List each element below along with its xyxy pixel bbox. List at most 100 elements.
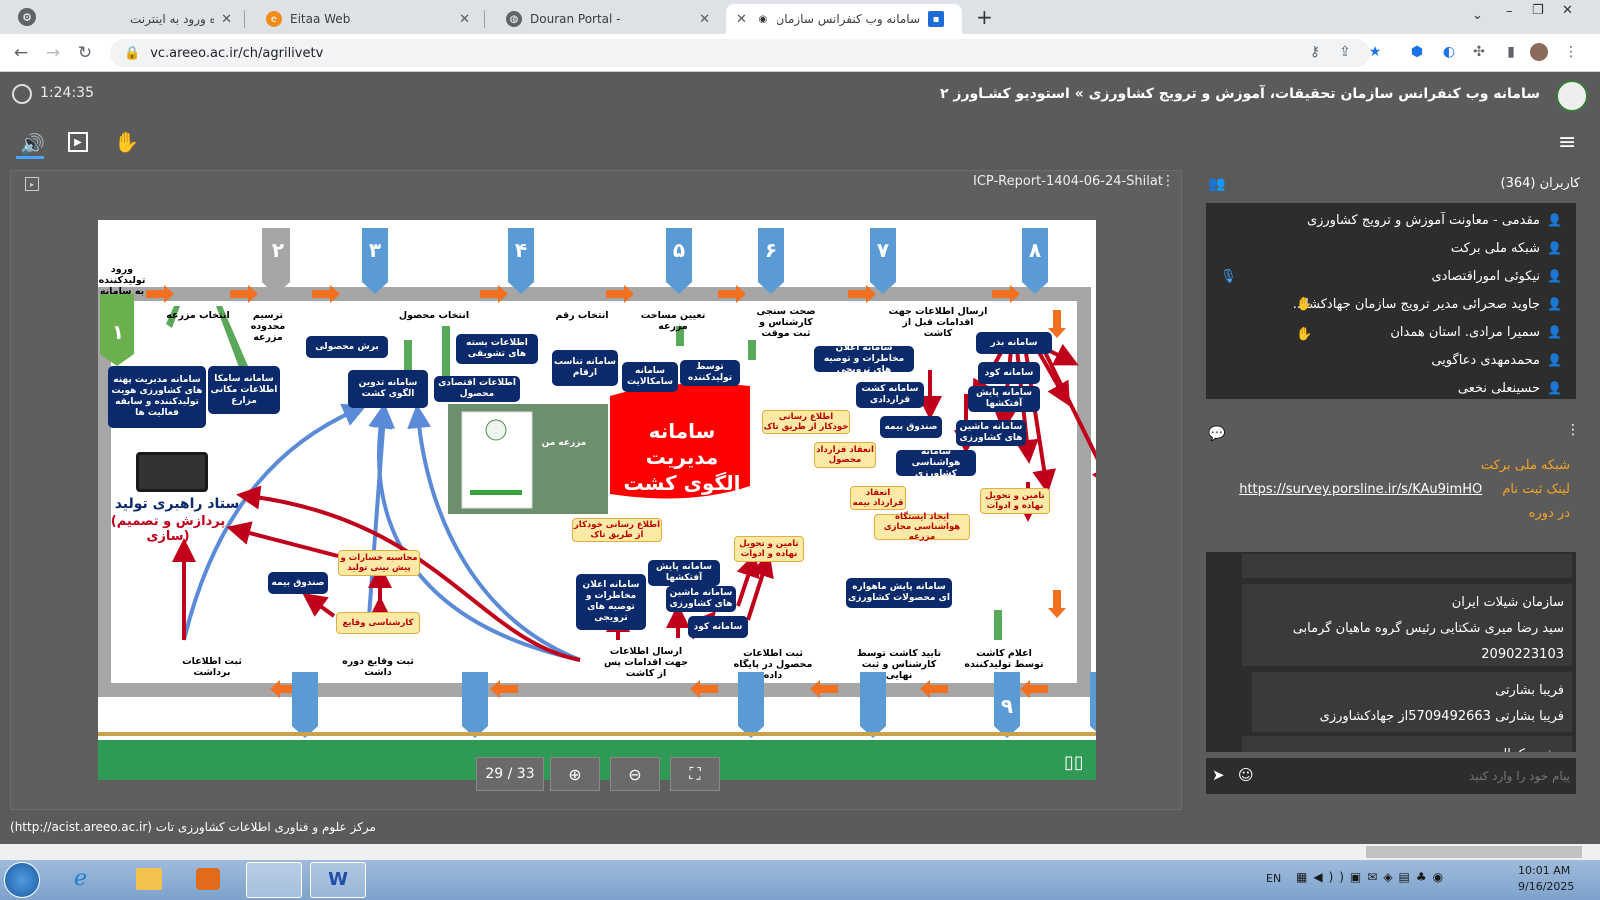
extension-badge-icon[interactable]: ⬢ xyxy=(1410,44,1424,60)
step-label: ثبت اطلاعات محصول در پایگاه داده xyxy=(733,648,813,681)
tab-search-icon[interactable]: ⚙ xyxy=(18,8,36,26)
system-box: سامانه تناسب ارقام xyxy=(552,350,618,386)
action-box: اطلاع رسانی خودکار از طریق تاک xyxy=(572,518,662,542)
system-box: صندوق بیمه xyxy=(880,416,942,438)
clock-date[interactable]: 9/16/2025 xyxy=(1518,880,1575,893)
avatar[interactable] xyxy=(1530,43,1548,61)
fullscreen-button[interactable]: ⛶ xyxy=(670,757,720,791)
tablet-image xyxy=(136,452,208,492)
word-icon[interactable]: W xyxy=(310,862,366,898)
browser-tab-2[interactable]: e Eitaa Web ✕ xyxy=(248,4,480,34)
list-item[interactable]: 👤شبکه ملی برکت xyxy=(1450,240,1562,256)
close-icon[interactable]: ✕ xyxy=(736,11,747,27)
media-icon[interactable]: ▶ xyxy=(68,132,88,152)
zoom-in-button[interactable]: ⊕ xyxy=(550,757,600,791)
chat-options-icon[interactable]: ⋮ xyxy=(1566,422,1580,438)
close-window-icon[interactable]: ✕ xyxy=(1562,3,1573,18)
new-tab-button[interactable]: + xyxy=(976,5,993,29)
step-label: انتخاب رقم xyxy=(555,310,609,321)
lock-icon: 🔒 xyxy=(124,45,141,61)
sidepanel-icon[interactable]: ▮ xyxy=(1507,44,1515,60)
step-label: صحت سنجی کارشناس و ثبت موقت xyxy=(756,306,816,339)
close-icon[interactable]: ✕ xyxy=(221,11,232,27)
tab-list-icon[interactable]: ⌄ xyxy=(1472,8,1483,23)
pinned-link[interactable]: https://survey.porsline.ir/s/KAu9imHO xyxy=(1239,482,1483,497)
system-box: سامانه پایش آفتکشها xyxy=(648,560,720,586)
system-box: سامانه ماشین های کشاورزی xyxy=(956,420,1026,446)
browser-tab-3[interactable]: ◍ Douran Portal - ✕ xyxy=(488,4,720,34)
conference-icon: ▪ xyxy=(928,11,944,27)
list-item[interactable]: 👤نیکوئی اموراقتصادی xyxy=(1431,268,1562,284)
hamburger-menu-icon[interactable]: ≡ xyxy=(1558,130,1577,155)
back-icon[interactable]: ← xyxy=(13,43,29,63)
chat-input[interactable] xyxy=(1264,762,1570,790)
hq-title: ستاد راهبری تولید xyxy=(114,496,240,512)
forward-icon[interactable]: → xyxy=(45,43,61,63)
step-label: اعلام کاشت توسط تولیدکننده xyxy=(964,648,1044,670)
presentation-options-icon[interactable]: ⋮ xyxy=(1161,173,1175,189)
list-item[interactable]: 👤جاوید صحرائی مدیر ترویج سازمان جهادکشا.… xyxy=(1292,296,1562,312)
browser-tab-1[interactable]: درگاه ورود به اینترنت ✕ xyxy=(120,4,242,34)
step-number: ۱۱ xyxy=(762,694,788,718)
horizontal-scrollbar[interactable] xyxy=(0,844,1600,860)
list-item[interactable]: 👤حسینعلی نخعی xyxy=(1457,380,1562,396)
speaker-icon[interactable]: 🔊 xyxy=(20,132,45,156)
action-box: اطلاع رسانی خودکار از طریق تاک xyxy=(762,410,850,434)
step-label: ثبت اطلاعات برداشت xyxy=(182,656,242,678)
step-number: ۴ xyxy=(514,238,528,262)
step-label: ثبت وقایع دوره داشت xyxy=(342,656,414,678)
system-box: سامانه سامکا اطلاعات مکانی مزارع xyxy=(208,366,280,414)
start-button[interactable] xyxy=(4,862,40,898)
tray-icons[interactable]: ▦◀))▣✉◈▤♣◉ xyxy=(1296,870,1450,884)
ie-icon[interactable]: ℯ xyxy=(74,866,88,891)
media-player-icon[interactable] xyxy=(196,868,220,890)
emoji-icon[interactable]: ☺ xyxy=(1238,766,1254,784)
puzzle-icon[interactable]: ✣ xyxy=(1473,44,1485,60)
system-box: سامانه پایش ماهواره ای محصولات کشاورزی xyxy=(846,578,952,608)
step-label: تعیین مساحت مزرعه xyxy=(640,310,706,332)
system-box: سامانه مدیریت پهنه های کشاورزی هویت تولی… xyxy=(108,366,206,428)
slide: ۱ ۲ ۳ ۴ ۵ ۶ ۷ ۸ ۹ ۱۰ ۱۱ ۱۲ ۱۳ ۱۴ ورود تو… xyxy=(98,220,1096,780)
scrollbar-thumb[interactable] xyxy=(1366,846,1582,858)
minimize-presentation-icon[interactable]: ▸ xyxy=(25,177,39,191)
step-label: انتخاب محصول xyxy=(398,310,470,321)
system-box: سامانه اعلان مخاطرات و توصیه های ترویجی xyxy=(576,574,646,630)
split-view-icon[interactable]: ▯▯ xyxy=(1064,752,1084,773)
extension-icon[interactable]: ◐ xyxy=(1442,44,1456,60)
page-title: سامانه وب کنفرانس سازمان تحقیقات، آموزش … xyxy=(939,86,1540,102)
message-text: سید رضا میری شکتایی رئیس گروه ماهیان گرم… xyxy=(1292,621,1564,662)
action-box: تامین و تحویل نهاده و ادوات xyxy=(734,536,804,562)
tab-title: درگاه ورود به اینترنت xyxy=(130,12,214,26)
system-box: برش محصولی xyxy=(306,336,388,358)
step-label: تایید کاشت توسط کارشناس و ثبت نهایی xyxy=(856,648,942,681)
step-label: ترسیم محدوده مزرعه xyxy=(250,310,286,343)
list-item[interactable]: 👤محمدمهدی دعاگویی xyxy=(1431,352,1562,368)
step-number: ۱۲ xyxy=(638,694,664,718)
send-icon[interactable]: ➤ xyxy=(1212,766,1225,784)
close-icon[interactable]: ✕ xyxy=(459,11,470,27)
share-icon[interactable]: ⇪ xyxy=(1339,44,1351,60)
chat-message xyxy=(1242,554,1572,578)
system-box: سامانه هواشناسی کشاورزی xyxy=(896,447,976,479)
clock-time[interactable]: 10:01 AM xyxy=(1518,864,1571,877)
system-box: اطلاعات بسته های تشویقی xyxy=(456,334,538,364)
list-item[interactable]: 👤سمیرا مرادی. استان همدان xyxy=(1390,324,1562,340)
close-icon[interactable]: ✕ xyxy=(699,11,710,27)
maximize-icon[interactable]: ❐ xyxy=(1532,3,1544,18)
key-icon[interactable]: ⚷ xyxy=(1309,44,1321,60)
zoom-out-button[interactable]: ⊖ xyxy=(610,757,660,791)
menu-kebab-icon[interactable]: ⋮ xyxy=(1564,44,1578,60)
minimize-icon[interactable]: – xyxy=(1506,4,1513,19)
chat-icon: 💬 xyxy=(1208,426,1226,442)
browser-tab-active[interactable]: ▪ سامانه وب کنفرانس سازمان تحقیقات، ◉ ✕ xyxy=(726,4,962,34)
chrome-icon[interactable] xyxy=(246,862,302,898)
reload-icon[interactable]: ↻ xyxy=(77,43,93,63)
step-number: ۷ xyxy=(876,238,890,262)
list-item[interactable]: 👤مقدمی - معاونت آموزش و ترویج کشاورزی xyxy=(1306,212,1562,228)
explorer-icon[interactable] xyxy=(136,868,162,890)
language-indicator[interactable]: EN xyxy=(1266,872,1282,885)
star-icon[interactable]: ★ xyxy=(1368,44,1382,60)
raise-hand-icon[interactable]: ✋ xyxy=(114,130,139,154)
address-bar[interactable]: 🔒 vc.areeo.ac.ir/ch/agrilivetv xyxy=(110,39,1370,67)
users-list: 👤مقدمی - معاونت آموزش و ترویج کشاورزی 👤ش… xyxy=(1206,203,1576,399)
